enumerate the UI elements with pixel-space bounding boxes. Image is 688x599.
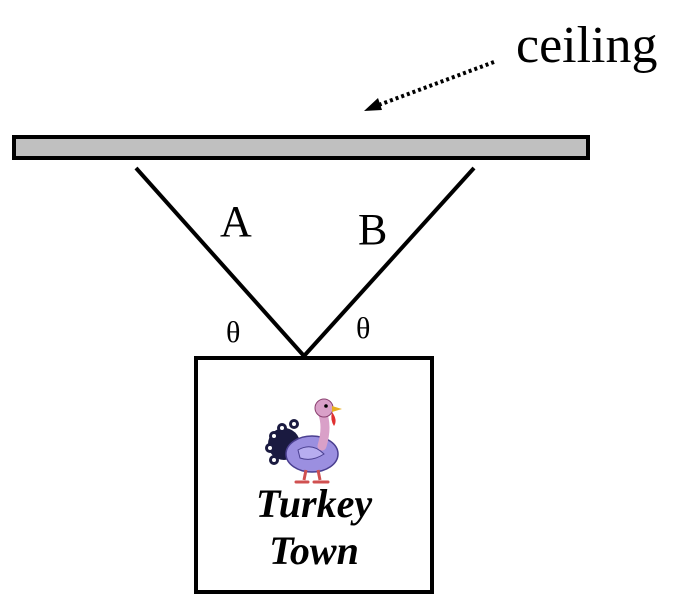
box-caption-line1: Turkey (256, 481, 373, 526)
rope-b (302, 166, 476, 358)
ceiling-label: ceiling (516, 17, 658, 74)
turkey-icon (265, 398, 342, 484)
ceiling-bar (12, 135, 590, 160)
rope-a-label: A (220, 197, 252, 246)
rope-b-label: B (358, 205, 387, 254)
hanging-box (194, 356, 434, 594)
ceiling-pointer-arrow (364, 60, 495, 111)
angle-right-label: θ (356, 312, 370, 345)
box-caption-line2: Town (269, 528, 359, 573)
angle-left-label: θ (226, 316, 240, 349)
rope-a (134, 166, 306, 358)
